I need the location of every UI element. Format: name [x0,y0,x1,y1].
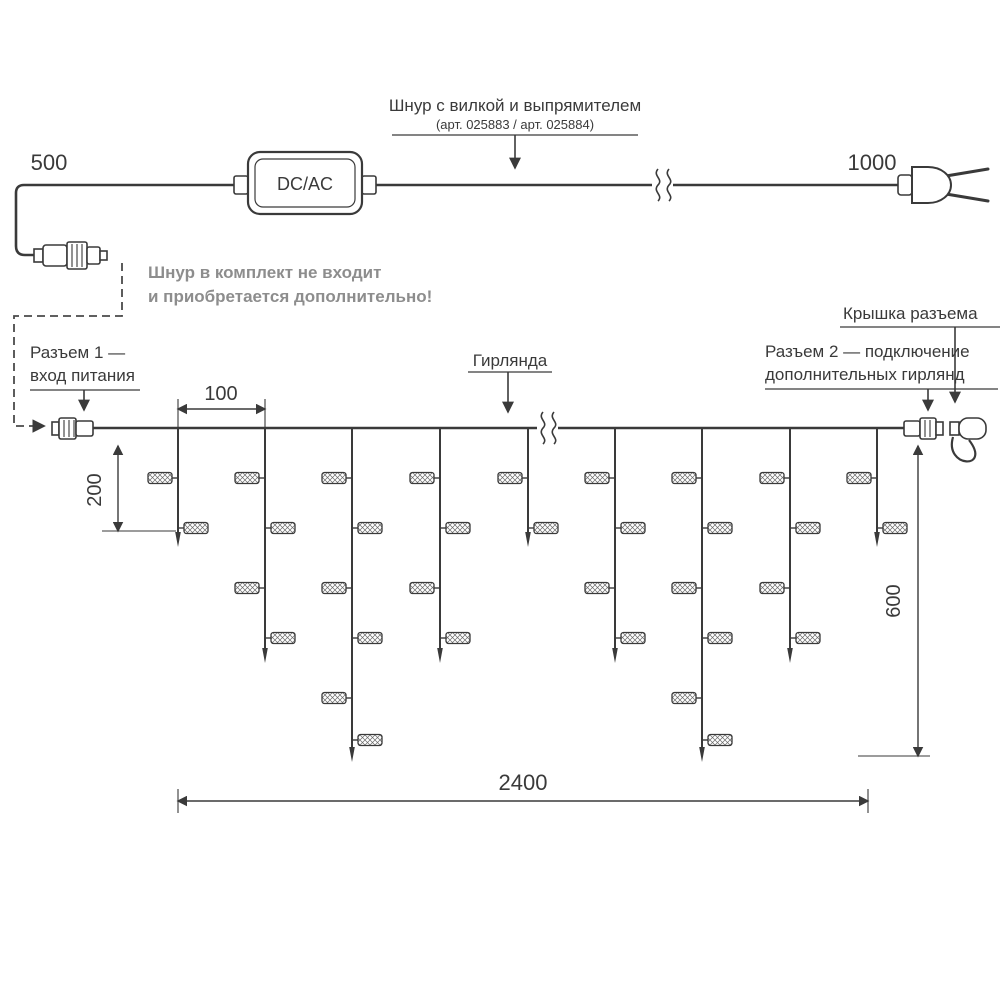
plug-prong-bottom [944,192,990,203]
dashed-connection-path [13,263,123,433]
light-bulb [707,521,733,535]
dim-long-drop: 600 [883,584,905,617]
dim-garland-length: 2400 [499,770,548,795]
light-bulb [445,521,471,535]
light-bulb [795,631,821,645]
garland-drop [671,429,733,762]
note-line1: Шнур в комплект не входит [148,263,381,282]
light-bulb [409,471,435,485]
cord-break-symbol [651,168,674,202]
dcac-label: DC/AC [277,174,333,194]
light-bulb [270,521,296,535]
note-line2: и приобретается дополнительно! [148,287,432,306]
light-bulb [445,631,471,645]
cord-subtitle: (арт. 025883 / арт. 025884) [436,117,594,132]
light-bulb [357,733,383,747]
light-bulb [707,631,733,645]
drop-tip [349,747,355,762]
light-bulb [759,581,785,595]
light-bulb [321,581,347,595]
garland-label: Гирлянда [473,351,548,370]
power-plug [897,166,990,204]
dim-cord-left: 500 [31,150,68,175]
light-bulb [234,471,260,485]
light-bulb [584,581,610,595]
garland-drop [321,429,383,762]
light-bulb [409,581,435,595]
plug-prong-top [944,167,990,178]
light-bulb [183,521,209,535]
dcac-converter [233,150,377,216]
garland-drop [147,429,209,547]
light-bulb [620,631,646,645]
light-bulb [270,631,296,645]
garland-drop [497,429,559,547]
light-bulb [620,521,646,535]
light-bulb [497,471,523,485]
drop-tip [787,648,793,663]
garland-drop [846,429,908,547]
cord-left-wire [14,183,240,257]
light-bulb [234,581,260,595]
garland-input-connector [51,417,94,440]
connector1-label-line2: вход питания [30,366,135,385]
light-bulb [671,691,697,705]
light-bulb [321,691,347,705]
light-bulb [357,631,383,645]
connector2-label-line2: дополнительных гирлянд [765,365,965,384]
light-bulb [671,471,697,485]
cap-label: Крышка разъема [843,304,978,323]
drop-tip [612,648,618,663]
light-bulb [321,471,347,485]
light-bulb [357,521,383,535]
light-bulb [147,471,173,485]
light-bulb [533,521,559,535]
light-bulb [707,733,733,747]
dim-drop-spacing: 100 [204,383,237,405]
garland-output-connector [903,417,987,463]
drop-tip [437,648,443,663]
dim-cord-right: 1000 [848,150,897,175]
garland-break-symbol [536,411,559,445]
cord-title: Шнур с вилкой и выпрямителем [389,96,641,115]
garland-drop [759,429,821,663]
drop-tip [699,747,705,762]
light-bulb [882,521,908,535]
connector2-label-line1: Разъем 2 — подключение [765,342,970,361]
garland-drop [409,429,471,663]
drop-tip [525,532,531,547]
garland-drops [147,429,908,762]
light-bulb [846,471,872,485]
light-bulb [584,471,610,485]
garland-drop [234,429,296,663]
cap-wire-loop [950,436,977,463]
cord-end-connector [33,241,108,270]
light-bulb [671,581,697,595]
dim-short-drop: 200 [84,473,106,506]
drop-tip [262,648,268,663]
drop-tip [874,532,880,547]
garland-drop [584,429,646,663]
connector1-label-line1: Разъем 1 — [30,343,125,362]
drop-tip [175,532,181,547]
light-bulb [759,471,785,485]
light-bulb [795,521,821,535]
connector-cap [949,417,987,440]
